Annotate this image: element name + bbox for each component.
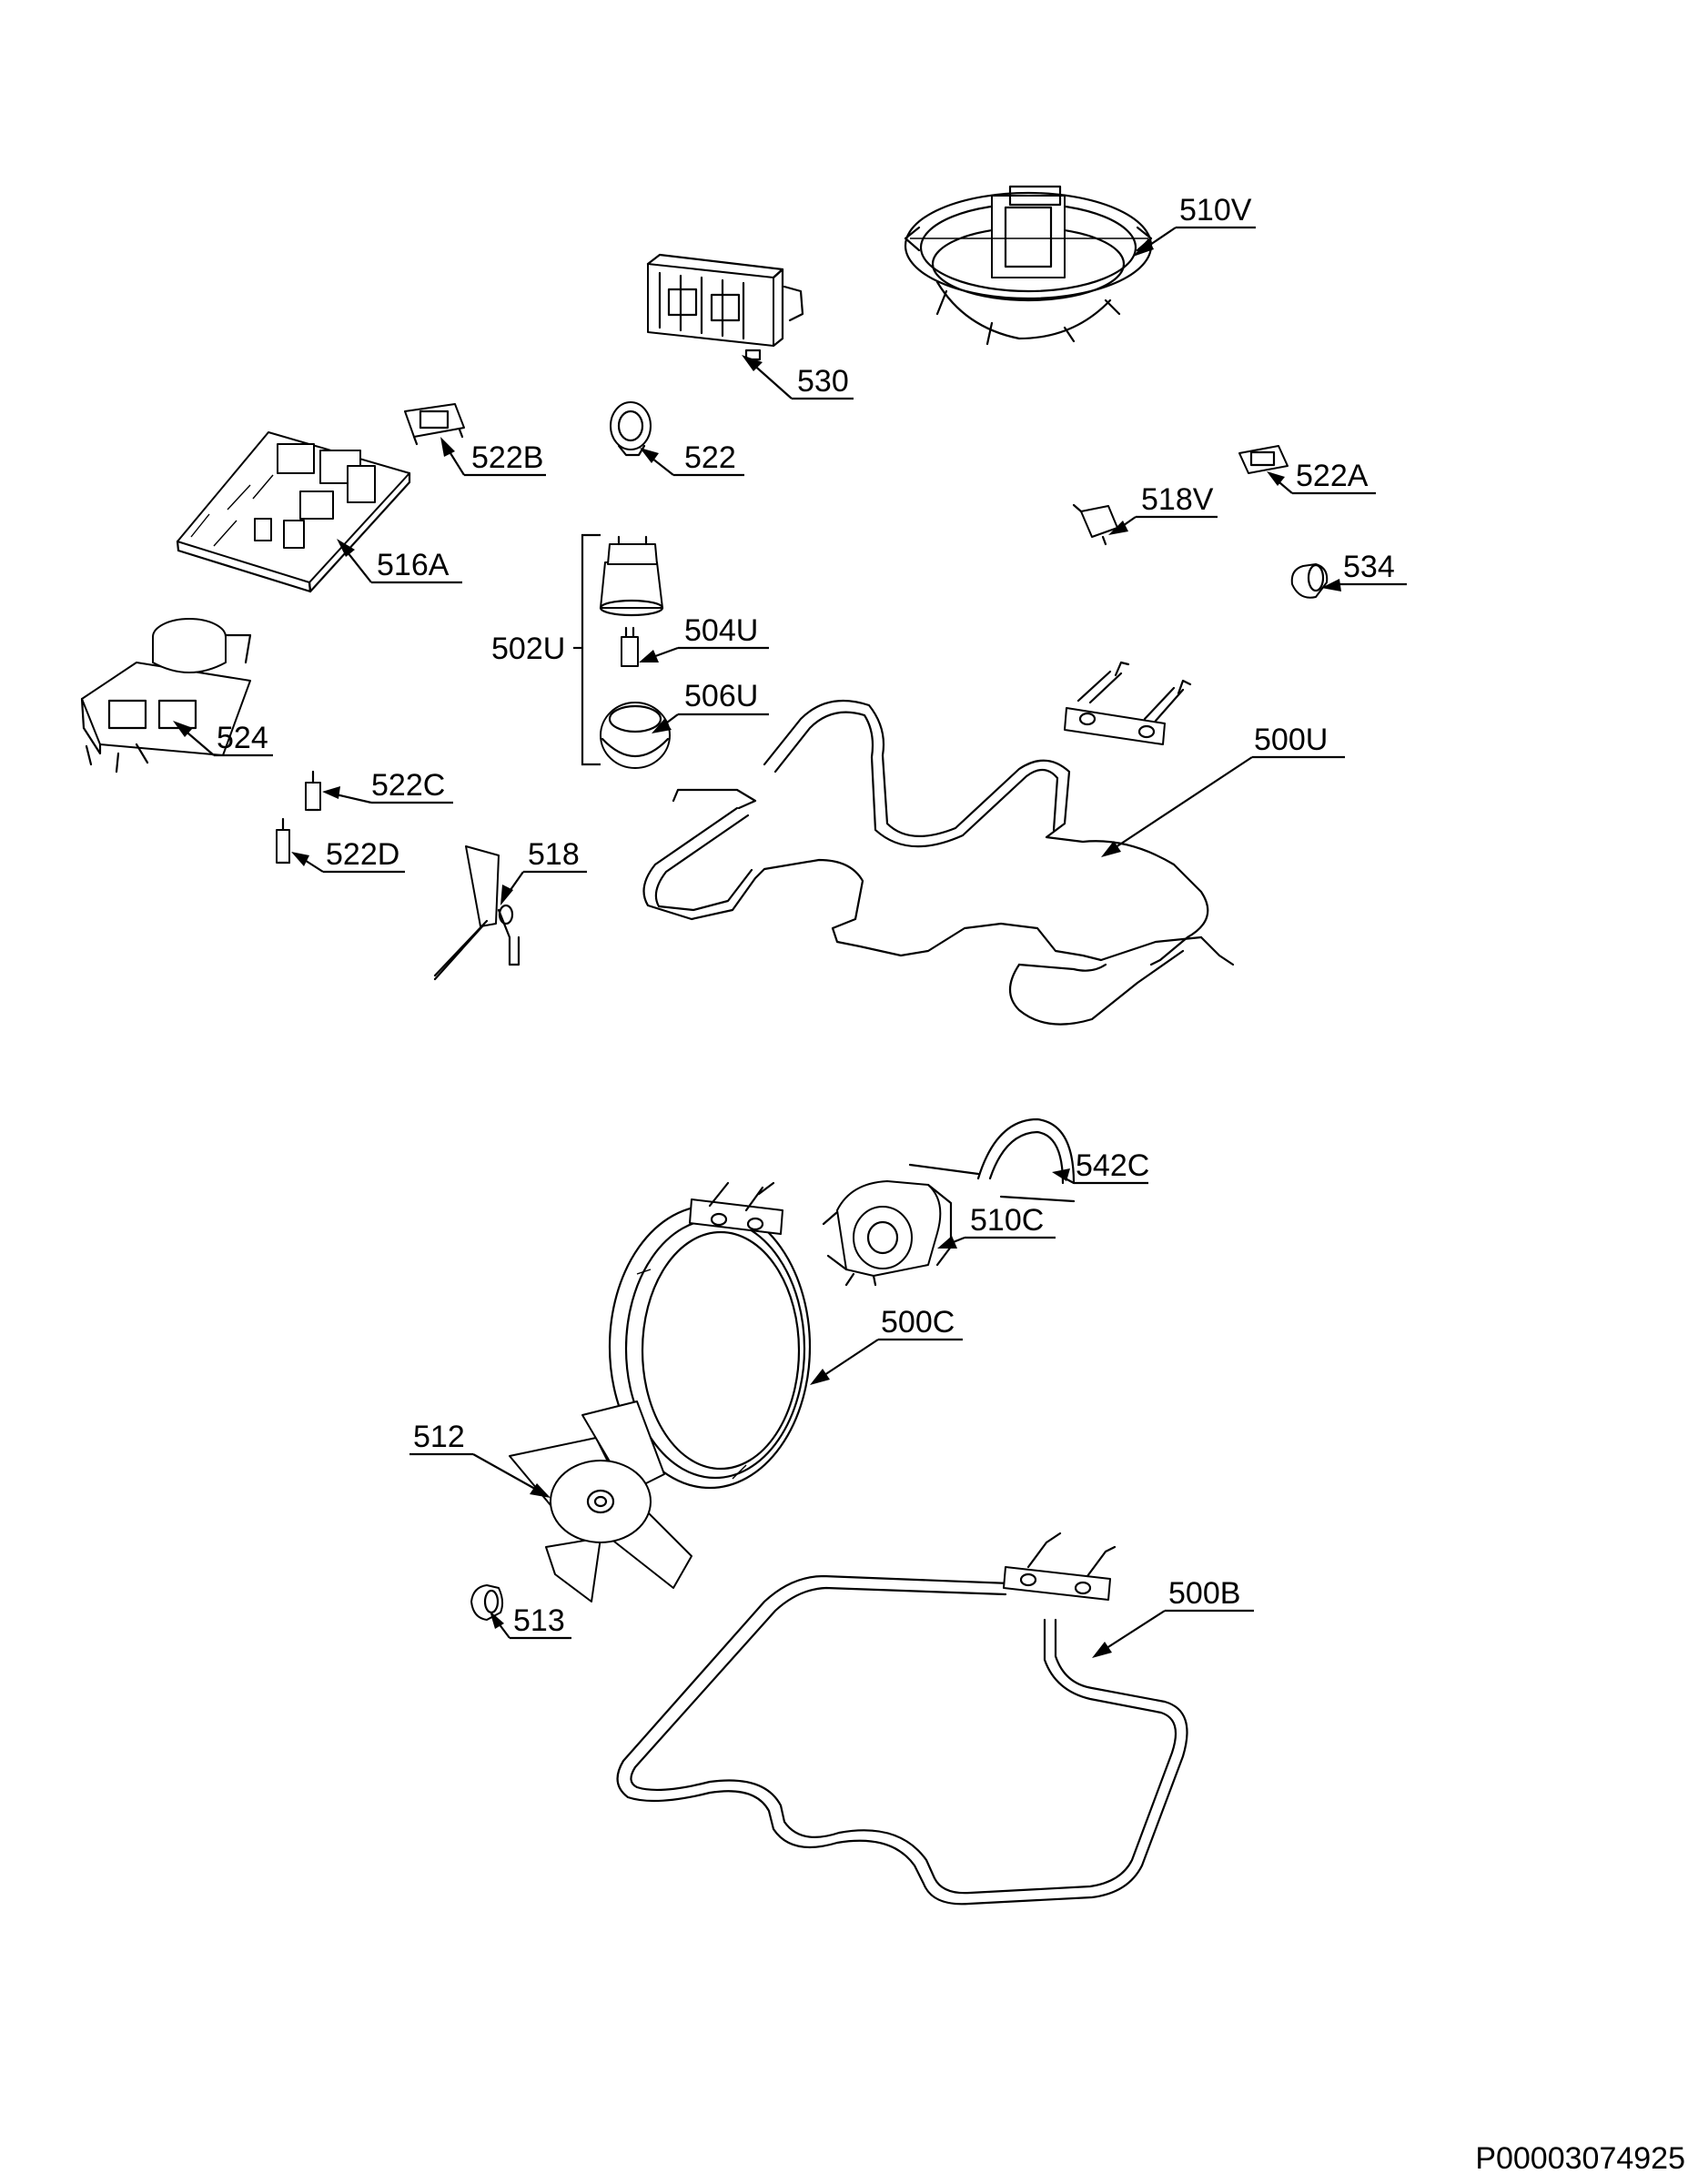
callout-512: 512: [413, 1420, 465, 1454]
part-513-nut: [470, 1584, 504, 1621]
part-522-lamp-clip: [610, 401, 652, 457]
callout-530: 530: [797, 364, 849, 399]
callout-522c: 522C: [371, 768, 445, 803]
part-500u-grill-element: [642, 661, 1235, 1026]
callout-516a: 516A: [377, 548, 450, 582]
callout-522a: 522A: [1296, 459, 1369, 493]
callout-500b: 500B: [1168, 1576, 1240, 1611]
callout-510v: 510V: [1179, 193, 1252, 228]
callout-506u: 506U: [684, 679, 758, 713]
part-516a-pcb: [176, 431, 411, 593]
part-502u-lamp-assembly: [599, 535, 671, 769]
part-500c-circular-element: [608, 1181, 812, 1490]
callout-542c: 542C: [1076, 1148, 1149, 1183]
part-534-cap: [1290, 563, 1329, 599]
callout-518v: 518V: [1141, 482, 1214, 517]
callout-518: 518: [528, 837, 580, 872]
callout-522d: 522D: [326, 837, 399, 872]
part-510c-fan-motor: [822, 1180, 953, 1287]
callout-534: 534: [1343, 550, 1395, 584]
part-512-fan-blade: [509, 1400, 692, 1603]
part-522a-clip: [1238, 445, 1289, 474]
document-number: P00003074925: [1475, 2141, 1685, 2176]
part-522b-clip: [404, 403, 465, 446]
callout-513: 513: [513, 1603, 565, 1638]
part-542c-spring-clip: [908, 1117, 1076, 1203]
callout-522b: 522B: [471, 440, 543, 475]
part-522c-plug: [305, 770, 321, 812]
part-510v-fan-assembly: [904, 185, 1153, 346]
callout-504u: 504U: [684, 613, 758, 648]
part-524-module: [80, 618, 252, 774]
callout-500u: 500U: [1254, 723, 1328, 757]
part-518-sensor: [433, 845, 521, 981]
callout-500c: 500C: [881, 1305, 955, 1340]
part-522d-plug: [276, 817, 291, 864]
callout-502u: 502U: [491, 632, 565, 666]
part-530-terminal-block: [646, 253, 804, 361]
part-500b-bottom-element: [616, 1532, 1188, 1906]
part-518v-bracket: [1072, 503, 1118, 546]
callout-510c: 510C: [970, 1203, 1044, 1238]
callout-522: 522: [684, 440, 736, 475]
callout-524: 524: [217, 721, 268, 755]
